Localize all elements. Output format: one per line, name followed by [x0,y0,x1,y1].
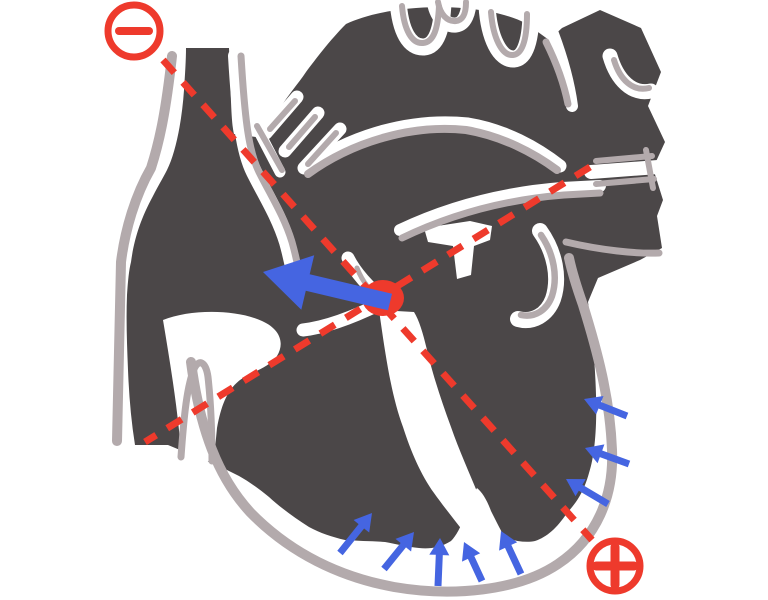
depolarization-arrow [381,532,414,572]
pericardium-outline [186,253,618,597]
tricuspid-gap [163,311,281,463]
tricuspid-valve-outline [177,359,216,465]
depolarization-arrow [429,538,450,587]
perpendicular-axis-dashed-line [143,164,592,445]
pulmonary-artery-outline [304,124,561,178]
depolarization-arrow [584,396,629,420]
heart-dark-silhouette [126,7,665,549]
ventricular-cavity-gap [379,310,497,558]
heart-illustration [112,0,665,597]
depolarization-arrow [499,531,525,576]
aortic-branch-outline [399,3,442,46]
depolarization-arrow [462,542,486,583]
mitral-valve-outline [517,231,558,319]
depolarization-arrow [585,444,631,468]
ecg-axis-overlay [104,1,644,595]
mean-electrical-axis-arrow [263,255,392,311]
depolarization-arrow [337,513,372,556]
pulmonary-vein-outline [562,238,663,257]
superior-vena-cava-outline [112,51,177,446]
depolarization-arrow [566,479,610,507]
vessel-outlines [112,0,663,597]
